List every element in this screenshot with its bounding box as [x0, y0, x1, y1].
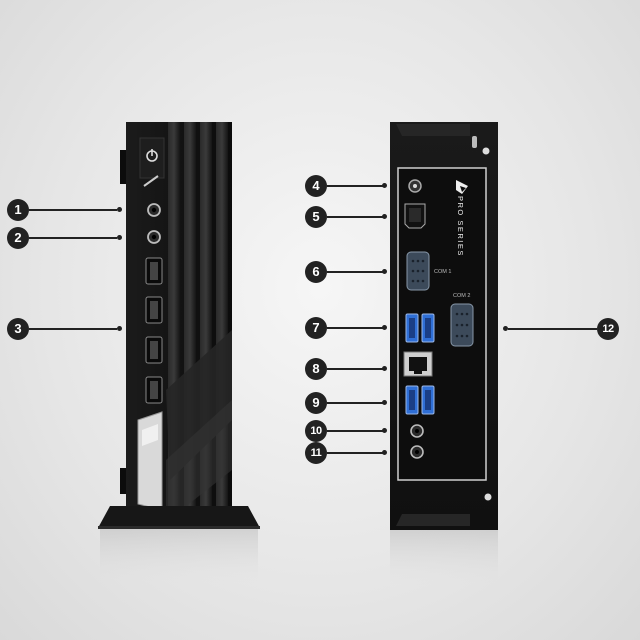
leader-dot-5 — [382, 214, 387, 219]
leader-line-4 — [327, 185, 383, 187]
leader-dot-6 — [382, 269, 387, 274]
callout-6: 6 — [305, 261, 327, 283]
com1-label: COM 1 — [434, 269, 451, 275]
callout-10: 10 — [305, 420, 327, 442]
leader-dot-12 — [503, 326, 508, 331]
callout-2: 2 — [7, 227, 29, 249]
leader-line-7 — [327, 327, 383, 329]
front-usb-ports — [145, 257, 163, 404]
leader-dot-1 — [117, 207, 122, 212]
leader-dot-8 — [382, 366, 387, 371]
callout-11: 11 — [305, 442, 327, 464]
rear-reflection — [390, 530, 498, 590]
callout-3: 3 — [7, 318, 29, 340]
front-stand — [98, 506, 260, 528]
leader-dot-2 — [117, 235, 122, 240]
leader-line-6 — [327, 271, 383, 273]
leader-dot-10 — [382, 428, 387, 433]
callout-4: 4 — [305, 175, 327, 197]
front-silver-badge — [137, 411, 163, 511]
leader-line-8 — [327, 368, 383, 370]
rear-usb-upper — [405, 313, 435, 343]
leader-dot-7 — [382, 325, 387, 330]
leader-dot-11 — [382, 450, 387, 455]
leader-dot-3 — [117, 326, 122, 331]
com2-label: COM 2 — [453, 293, 470, 299]
leader-dot-9 — [382, 400, 387, 405]
power-button-icon[interactable] — [146, 149, 158, 162]
pro-series-mark: PRO SERIES — [456, 196, 465, 257]
leader-line-1 — [29, 209, 117, 211]
power-panel — [139, 137, 165, 179]
front-reflection — [100, 528, 258, 588]
leader-line-9 — [327, 402, 383, 404]
front-unit — [98, 122, 260, 588]
rear-screw-bottom — [484, 493, 492, 501]
callout-12: 12 — [597, 318, 619, 340]
callout-1: 1 — [7, 199, 29, 221]
leader-line-3 — [29, 328, 117, 330]
rear-unit: PRO SERIES COM 1 COM 2 — [390, 122, 498, 590]
leader-line-5 — [327, 216, 383, 218]
callout-8: 8 — [305, 358, 327, 380]
leader-line-2 — [29, 237, 117, 239]
pro-series-logo — [456, 180, 468, 194]
rear-usb-lower — [405, 385, 435, 415]
kensington-lock-slot[interactable] — [472, 136, 477, 148]
leader-line-12 — [508, 328, 597, 330]
power-led-strip — [143, 175, 159, 187]
callout-7: 7 — [305, 317, 327, 339]
rear-screw-top — [482, 147, 490, 155]
leader-line-11 — [327, 452, 383, 454]
callout-9: 9 — [305, 392, 327, 414]
leader-line-10 — [327, 430, 383, 432]
callout-5: 5 — [305, 206, 327, 228]
leader-dot-4 — [382, 183, 387, 188]
front-ribs — [166, 122, 232, 522]
